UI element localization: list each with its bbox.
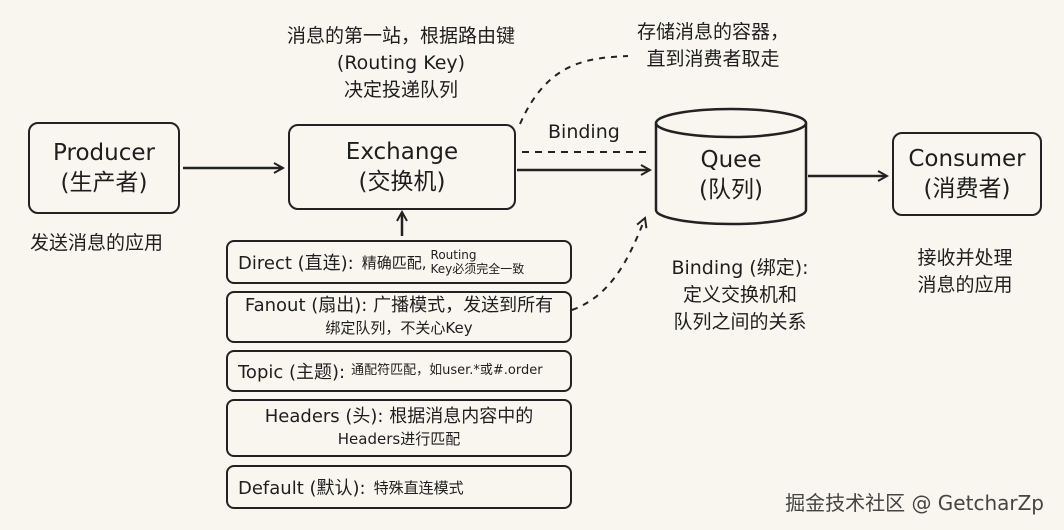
exchange-description: 消息的第一站，根据路由键 (Routing Key) 决定投递队列: [266, 23, 536, 104]
consumer-desc-line-1: 接收并处理: [917, 247, 1013, 269]
exchange-desc-line-1: 消息的第一站，根据路由键: [286, 25, 515, 47]
consumer-title: Consumer: [908, 146, 1026, 172]
fanout-line-2: 绑定队列，不关心Key: [325, 319, 473, 337]
producer-node: Producer (生产者): [28, 122, 180, 214]
exchange-subtitle: (交换机): [358, 169, 446, 195]
exchange-type-headers: Headers (头): 根据消息内容中的 Headers进行匹配: [226, 399, 572, 457]
direct-label: Direct (直连):: [238, 253, 354, 274]
topic-desc: 通配符匹配，如user.*或#.order: [351, 363, 543, 378]
fanout-line-1: Fanout (扇出): 广播模式，发送到所有: [244, 295, 554, 316]
queue-cylinder: [654, 107, 808, 226]
headers-line-2: Headers进行匹配: [337, 430, 461, 448]
queue-node-label: Quee (队列): [656, 140, 806, 210]
default-desc: 特殊直连模式: [373, 478, 464, 497]
consumer-node: Consumer (消费者): [892, 132, 1042, 216]
watermark: 掘金技术社区 @ GetcharZp: [785, 491, 1044, 515]
consumer-desc-line-2: 消息的应用: [917, 274, 1013, 296]
queue-desc-line-1: 存储消息的容器，: [636, 21, 789, 43]
binding-desc-line-3: 队列之间的关系: [673, 311, 807, 333]
dashed-queue-note-curve: [519, 55, 629, 125]
binding-desc-line-2: 定义交换机和: [682, 284, 797, 306]
binding-description: Binding (绑定): 定义交换机和 队列之间的关系: [650, 255, 830, 336]
consumer-description: 接收并处理 消息的应用: [890, 245, 1040, 299]
headers-line-1: Headers (头): 根据消息内容中的: [264, 406, 534, 427]
exchange-type-default: Default (默认): 特殊直连模式: [226, 465, 572, 509]
direct-desc-small-line-1: Routing: [430, 248, 477, 262]
queue-desc-line-2: 直到消费者取走: [646, 48, 780, 70]
exchange-type-topic: Topic (主题): 通配符匹配，如user.*或#.order: [226, 350, 572, 392]
producer-title: Producer: [53, 140, 155, 166]
topic-label: Topic (主题):: [238, 362, 346, 383]
exchange-desc-line-3: 决定投递队列: [343, 79, 458, 101]
direct-desc: 精确匹配,: [361, 253, 427, 272]
queue-description: 存储消息的容器， 直到消费者取走: [618, 19, 808, 73]
exchange-type-fanout: Fanout (扇出): 广播模式，发送到所有 绑定队列，不关心Key: [226, 291, 572, 343]
direct-desc-small: Routing Key必须完全一致: [431, 248, 525, 276]
exchange-title: Exchange: [345, 139, 459, 165]
binding-edge-label: Binding: [548, 121, 620, 143]
binding-desc-line-1: Binding (绑定):: [671, 257, 809, 279]
queue-title: Quee: [700, 147, 762, 173]
default-label: Default (默认):: [238, 478, 366, 499]
consumer-subtitle: (消费者): [923, 176, 1011, 202]
queue-subtitle: (队列): [699, 177, 763, 203]
exchange-type-direct: Direct (直连): 精确匹配, Routing Key必须完全一致: [226, 240, 572, 284]
dashed-fanout-queue-curve: [571, 218, 645, 311]
producer-description: 发送消息的应用: [30, 232, 164, 254]
producer-subtitle: (生产者): [60, 170, 148, 196]
exchange-desc-line-2: (Routing Key): [336, 52, 466, 74]
exchange-node: Exchange (交换机): [288, 124, 516, 210]
direct-desc-small-line-2: Key必须完全一致: [430, 262, 525, 276]
